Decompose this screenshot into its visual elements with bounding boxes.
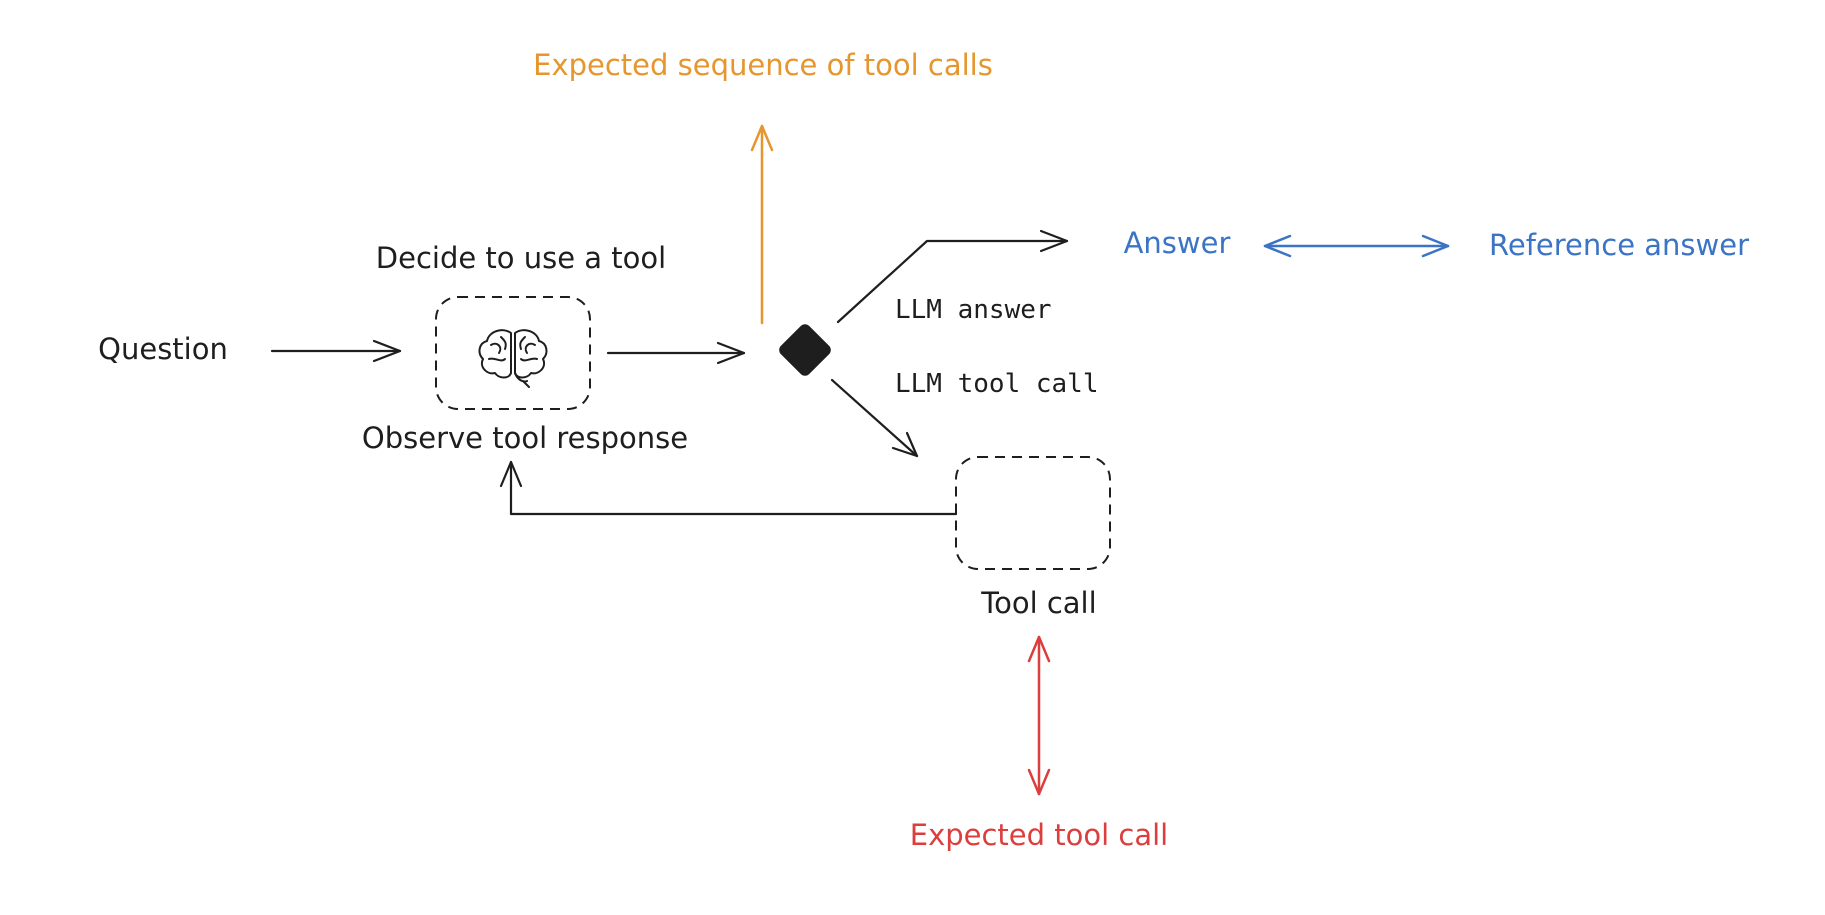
diamond-icon bbox=[779, 324, 831, 376]
tool-call-box bbox=[955, 456, 1111, 570]
tool-call-label: Tool call bbox=[980, 586, 1096, 620]
expected-sequence-arrow bbox=[750, 124, 774, 325]
expected-sequence-label: Expected sequence of tool calls bbox=[533, 48, 993, 82]
expected-tool-call-label: Expected tool call bbox=[910, 818, 1168, 852]
tool-call-comparison-arrow bbox=[1027, 635, 1051, 796]
question-arrow bbox=[270, 339, 402, 363]
tool-response-arrow bbox=[499, 460, 958, 516]
answer-branch-arrow bbox=[836, 229, 1069, 324]
decide-label: Decide to use a tool bbox=[376, 241, 666, 275]
answer-comparison-arrow bbox=[1263, 234, 1450, 258]
llm-tool-call-label: LLM tool call bbox=[895, 369, 1099, 399]
answer-label: Answer bbox=[1124, 226, 1231, 260]
observe-label: Observe tool response bbox=[362, 421, 688, 455]
brain-icon bbox=[478, 329, 548, 388]
question-label: Question bbox=[98, 332, 228, 366]
agent-to-decision-arrow bbox=[606, 341, 746, 365]
tool-call-branch-arrow bbox=[830, 378, 919, 458]
reference-answer-label: Reference answer bbox=[1489, 228, 1749, 262]
llm-answer-label: LLM answer bbox=[895, 295, 1052, 325]
agent-box bbox=[435, 296, 591, 410]
